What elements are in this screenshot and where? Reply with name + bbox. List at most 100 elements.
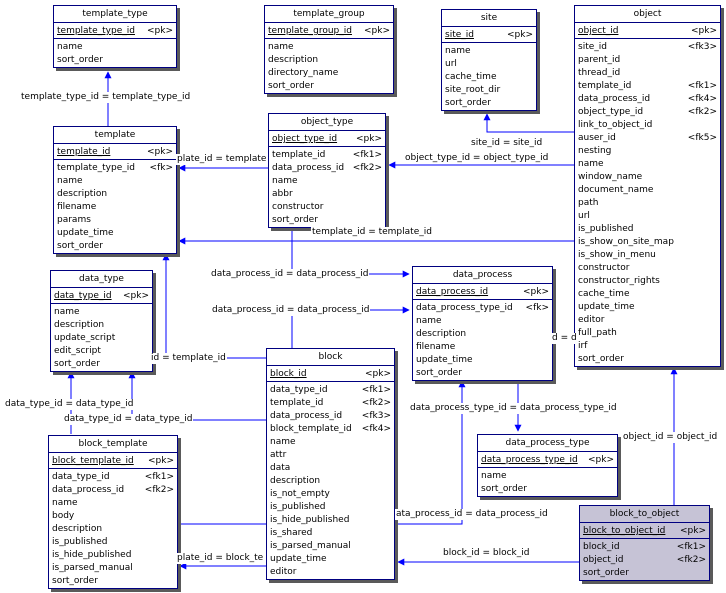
column-row: template_type_id<fk> bbox=[57, 162, 173, 175]
column-row: description bbox=[54, 319, 149, 332]
column-name: block_template_id bbox=[270, 424, 352, 434]
primary-key-column: block_to_object_id<pk> bbox=[580, 525, 709, 539]
key-tag: <fk5> bbox=[687, 133, 717, 143]
key-tag: <pk> bbox=[355, 134, 382, 144]
column-name: auser_id bbox=[578, 133, 616, 143]
column-name: editor bbox=[578, 315, 605, 325]
column-row: data_process_id <fk2> bbox=[52, 484, 174, 497]
column-row: description bbox=[57, 188, 173, 201]
column-name: data_process_type_id bbox=[481, 455, 578, 465]
column-row: data bbox=[270, 462, 391, 475]
column-name: template_id bbox=[57, 147, 111, 157]
column-row: template_id<fk2> bbox=[270, 397, 391, 410]
column-name: sort_order bbox=[52, 576, 98, 586]
key-tag: <pk> bbox=[690, 26, 717, 36]
column-name: cache_time bbox=[445, 72, 497, 82]
column-name: sort_order bbox=[583, 568, 629, 578]
key-tag: <fk> bbox=[149, 163, 173, 173]
column-name: filename bbox=[57, 202, 97, 212]
column-row: description bbox=[268, 54, 390, 67]
key-tag: <fk2> bbox=[144, 485, 174, 495]
column-name: object_type_id bbox=[578, 107, 644, 117]
column-name: link_to_object_id bbox=[578, 120, 653, 130]
key-tag: <fk1> bbox=[687, 81, 717, 91]
rel-dp-block-label: data_process_id = data_process_id bbox=[211, 305, 371, 316]
column-row: name bbox=[270, 436, 391, 449]
column-row: is_published bbox=[270, 501, 391, 514]
column-name: name bbox=[270, 437, 296, 447]
column-row: is_published bbox=[52, 536, 174, 549]
column-name: name bbox=[268, 42, 294, 52]
rel-dp-objtype-label: data_process_id = data_process_id bbox=[210, 269, 370, 280]
column-row: name bbox=[445, 45, 533, 58]
rel-object-type-label: object_type_id = object_type_id bbox=[404, 153, 550, 164]
column-row: site_root_dir bbox=[445, 84, 533, 97]
key-tag: <pk> bbox=[679, 526, 706, 536]
column-row: sort_order bbox=[445, 97, 533, 110]
primary-key-column: template_group_id<pk> bbox=[265, 25, 393, 39]
column-name: abbr bbox=[272, 189, 293, 199]
rel-datatype-bt-label: data_type_id = data_type_id bbox=[4, 399, 135, 410]
entity-title: site bbox=[442, 10, 536, 27]
column-name: block_id bbox=[270, 369, 307, 379]
column-name: is_parsed_manual bbox=[270, 541, 351, 551]
column-row: url bbox=[578, 210, 717, 223]
column-name: description bbox=[270, 476, 321, 486]
column-row: parent_id bbox=[578, 54, 717, 67]
column-row: directory_name bbox=[268, 67, 390, 80]
column-row: is_show_on_site_map bbox=[578, 236, 717, 249]
column-row: block_id<fk1> bbox=[583, 541, 706, 554]
column-row: auser_id <fk5> bbox=[578, 132, 717, 145]
column-row: body bbox=[52, 510, 174, 523]
key-tag: <fk2> bbox=[676, 555, 706, 565]
entity-title: data_type bbox=[51, 271, 152, 288]
column-name: filename bbox=[416, 342, 456, 352]
primary-key-column: object_type_id<pk> bbox=[269, 133, 385, 147]
column-name: data_process_id bbox=[270, 411, 343, 421]
key-tag: <pk> bbox=[147, 456, 174, 466]
primary-key-column: object_id<pk> bbox=[575, 25, 720, 39]
column-name: is_show_on_site_map bbox=[578, 237, 674, 247]
column-row: constructor bbox=[272, 201, 382, 214]
column-name: template_type_id bbox=[57, 26, 135, 36]
column-name: edit_script bbox=[54, 346, 101, 356]
column-name: cache_time bbox=[578, 289, 630, 299]
key-tag: <pk> bbox=[146, 26, 173, 36]
column-name: constructor bbox=[578, 263, 630, 273]
column-name: name bbox=[54, 307, 80, 317]
column-row: thread_id bbox=[578, 67, 717, 80]
column-row: is_parsed_manual bbox=[270, 540, 391, 553]
column-row: sort_order bbox=[481, 483, 614, 496]
column-row: is_hide_published bbox=[270, 514, 391, 527]
column-name: sort_order bbox=[578, 354, 624, 364]
column-name: data_process_id bbox=[416, 287, 489, 297]
rel-template-object-label: template_id = template_id bbox=[311, 227, 433, 238]
column-row: sort_order bbox=[54, 358, 149, 371]
column-row: description bbox=[52, 523, 174, 536]
column-name: data_process_id bbox=[52, 485, 125, 495]
key-tag: <fk2> bbox=[687, 107, 717, 117]
column-name: object_id bbox=[583, 555, 624, 565]
rel-dp-bt-label: ata_process_id = data_process_id bbox=[395, 509, 549, 520]
entity-title: data_process_type bbox=[478, 435, 617, 452]
column-name: update_script bbox=[54, 333, 116, 343]
column-row: name bbox=[268, 41, 390, 54]
entity-title: object bbox=[575, 6, 720, 23]
column-row: editor bbox=[270, 566, 391, 579]
primary-key-column: block_id<pk> bbox=[267, 368, 394, 382]
column-row: sort_order bbox=[416, 367, 549, 380]
column-row: data_process_type_id<fk> bbox=[416, 302, 549, 315]
column-name: path bbox=[578, 198, 599, 208]
